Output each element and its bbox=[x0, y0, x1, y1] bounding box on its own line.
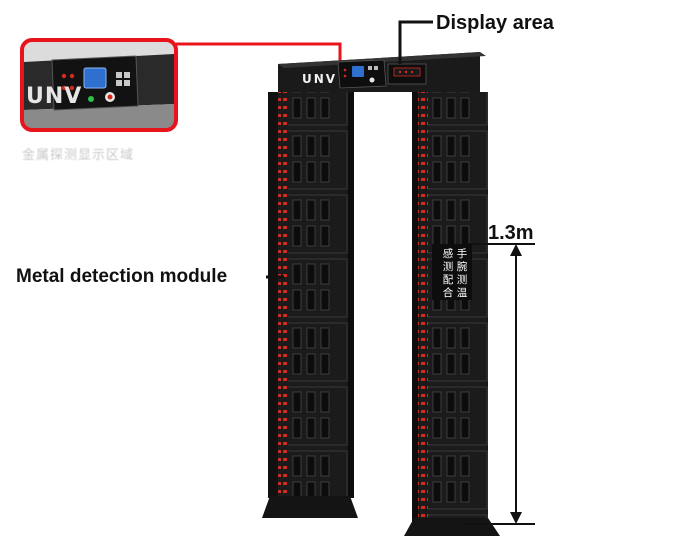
inset-control-box bbox=[51, 55, 139, 111]
dimension-arrow-down bbox=[510, 512, 522, 524]
left-pillar bbox=[262, 92, 358, 518]
inset-caption: 金属探测显示区域 bbox=[22, 148, 135, 163]
inset-keypad bbox=[116, 72, 130, 86]
height-label: 1.3m bbox=[488, 222, 534, 244]
wrist-temperature-sign: 手腕测温 感测配合 bbox=[432, 244, 472, 300]
sign-text-col1: 手腕测温 bbox=[456, 248, 468, 299]
metal-detection-module-label: Metal detection module bbox=[16, 266, 228, 287]
gate-temperature-box bbox=[387, 63, 427, 85]
right-pillar-base bbox=[404, 518, 500, 536]
right-pillar bbox=[404, 92, 500, 536]
gate-display-box bbox=[337, 59, 387, 89]
display-area-leader bbox=[398, 20, 433, 64]
walkthrough-gate: UNV bbox=[262, 52, 500, 536]
inset-red-outline bbox=[20, 38, 178, 132]
dimension-arrow-up bbox=[510, 244, 522, 256]
inset-display-screen bbox=[83, 67, 107, 89]
height-dimension bbox=[462, 243, 535, 525]
display-area-label: Display area bbox=[436, 12, 554, 34]
callout-line bbox=[176, 42, 342, 68]
sign-text-col2: 感测配合 bbox=[442, 248, 454, 299]
left-pillar-base bbox=[262, 496, 358, 518]
gate-brand-logo: UNV bbox=[302, 72, 337, 86]
display-inset: UNV bbox=[20, 38, 178, 132]
inset-brand-logo: UNV bbox=[26, 84, 82, 109]
